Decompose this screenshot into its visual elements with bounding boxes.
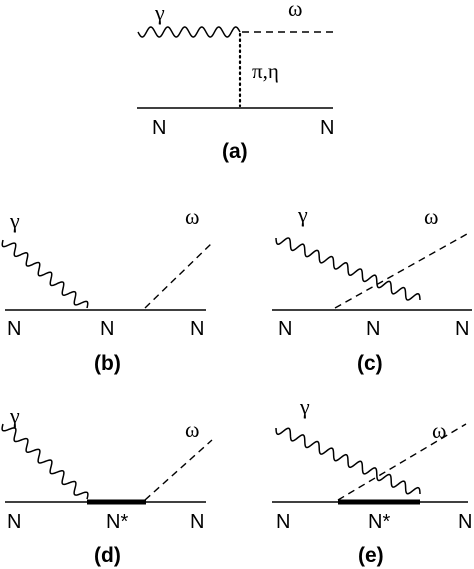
resonance-label: N* xyxy=(368,511,390,533)
panel-b: γ ω N N N (b) xyxy=(1,204,213,375)
resonance-label: N* xyxy=(106,511,128,533)
nucleon-right-label: N xyxy=(190,318,204,340)
panel-caption: (e) xyxy=(358,544,384,567)
gamma-label: γ xyxy=(299,394,310,419)
photon-line xyxy=(137,26,241,38)
exchange-label: π,η xyxy=(252,59,279,83)
nucleon-left-label: N xyxy=(278,318,292,340)
panel-a: γ ω π,η N N (a) xyxy=(137,0,336,163)
omega-line xyxy=(334,233,468,309)
panel-c: γ ω N N N (c) xyxy=(272,202,472,375)
nucleon-right-label: N xyxy=(458,511,472,533)
omega-label: ω xyxy=(288,0,302,21)
gamma-label: γ xyxy=(297,202,308,227)
photon-line xyxy=(275,427,421,495)
omega-line xyxy=(337,423,467,501)
nucleon-right-label: N xyxy=(455,318,469,340)
panel-caption: (d) xyxy=(94,544,121,567)
panel-caption: (a) xyxy=(222,140,248,163)
omega-line xyxy=(144,242,213,309)
panel-d: γ ω N N* N (d) xyxy=(1,403,213,567)
omega-label: ω xyxy=(185,417,199,442)
gamma-label: γ xyxy=(9,208,20,233)
omega-line xyxy=(144,439,213,501)
photon-line xyxy=(1,239,89,309)
nucleon-mid-label: N xyxy=(366,318,380,340)
omega-label: ω xyxy=(432,418,446,443)
nucleon-mid-label: N xyxy=(100,318,114,340)
photon-line xyxy=(275,237,421,301)
panel-caption: (c) xyxy=(357,352,383,375)
nucleon-left-label: N xyxy=(7,318,21,340)
gamma-label: γ xyxy=(154,0,165,25)
nucleon-right-label: N xyxy=(190,511,204,533)
nucleon-left-label: N xyxy=(152,117,166,139)
nucleon-left-label: N xyxy=(7,511,21,533)
omega-label: ω xyxy=(424,204,438,229)
gamma-label: γ xyxy=(9,403,20,428)
omega-label: ω xyxy=(185,204,199,229)
nucleon-right-label: N xyxy=(320,117,334,139)
panel-caption: (b) xyxy=(94,352,121,375)
photon-line xyxy=(1,423,89,500)
nucleon-left-label: N xyxy=(276,511,290,533)
panel-e: γ ω N N* N (e) xyxy=(272,394,472,567)
